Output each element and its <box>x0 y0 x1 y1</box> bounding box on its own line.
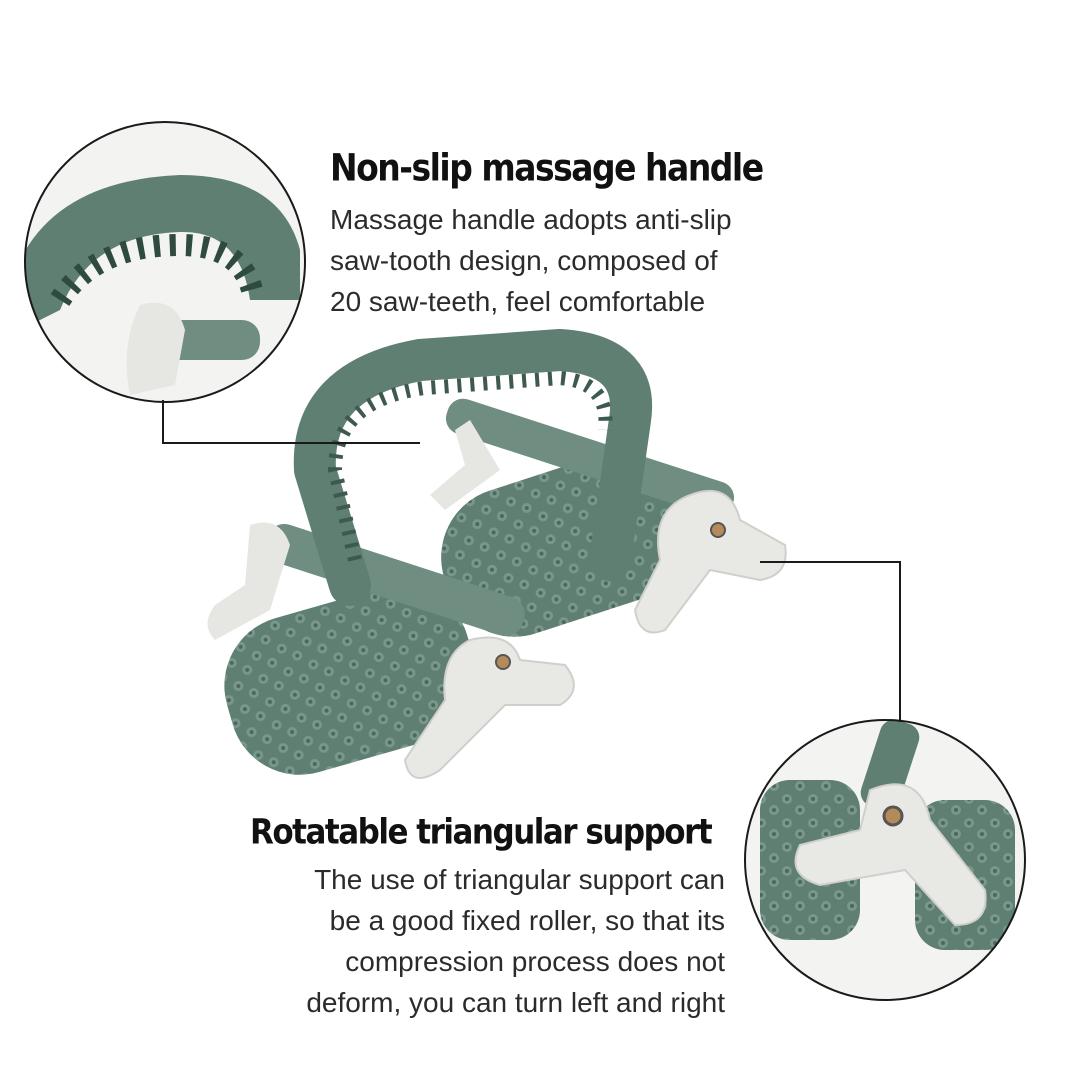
front-roller <box>224 585 476 775</box>
support-leader-line <box>760 561 901 722</box>
support-description-line: be a good fixed roller, so that its <box>329 905 725 936</box>
support-description-line: compression process does not <box>345 946 725 977</box>
support-front-left <box>207 522 290 640</box>
support-pin-front <box>495 654 511 670</box>
handle-detail-border <box>24 121 306 403</box>
back-axle <box>445 398 735 518</box>
support-detail-border <box>744 719 1026 1001</box>
support-detail-callout <box>744 719 1026 1001</box>
support-back-right <box>633 490 787 634</box>
handle-arch <box>293 329 653 606</box>
handle-description-line: Massage handle adopts anti-slip <box>330 204 732 235</box>
support-back-left <box>430 420 500 510</box>
handle-description-line: saw-tooth design, composed of <box>330 245 718 276</box>
support-description-line: The use of triangular support can <box>314 864 725 895</box>
support-pin-back <box>710 522 726 538</box>
support-description-line: deform, you can turn left and right <box>306 987 725 1018</box>
support-front-right <box>403 636 575 779</box>
massage-roller-product <box>207 329 787 779</box>
handle-detail-callout <box>24 121 306 403</box>
handle-feature-description: Massage handle adopts anti-slip saw-toot… <box>330 199 732 322</box>
handle-feature-title: Non-slip massage handle <box>330 146 764 190</box>
support-feature-title: Rotatable triangular support <box>250 812 713 853</box>
handle-leader-line <box>162 400 420 444</box>
support-feature-description: The use of triangular support can be a g… <box>306 859 725 1023</box>
handle-description-line: 20 saw-teeth, feel comfortable <box>330 286 706 317</box>
